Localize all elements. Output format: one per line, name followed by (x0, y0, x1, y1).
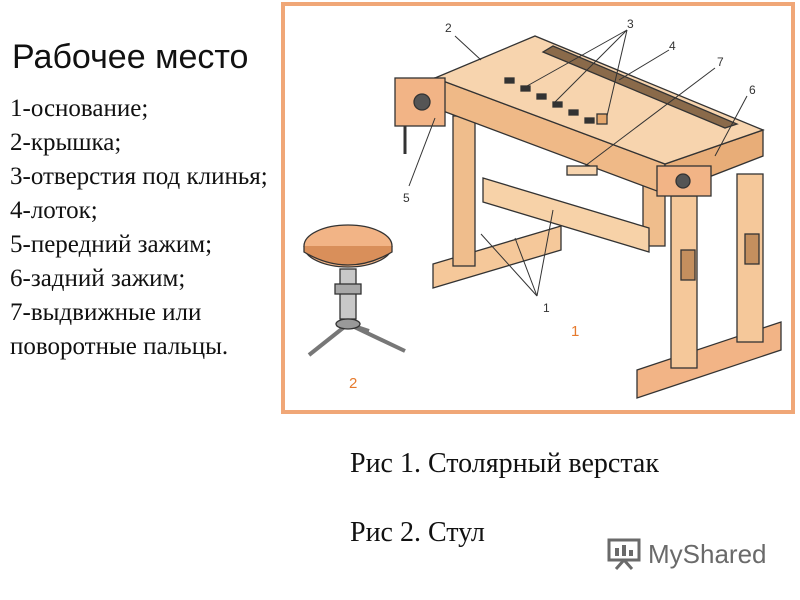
label-part-7: 7 (717, 55, 724, 69)
watermark-text: MyShared (648, 538, 767, 569)
label-part-5: 5 (403, 191, 410, 205)
watermark-logo: MyShared (606, 534, 767, 574)
legend-item: 6-задний зажим; (10, 265, 186, 292)
legend-item: 1-основание; (10, 95, 149, 122)
caption-figure-2: Рис 2. Стул (350, 517, 485, 548)
legend-item: 7-выдвижные или поворотные пальцы. (10, 299, 229, 360)
stool-drawing (303, 224, 406, 357)
figure-1-number: 1 (571, 323, 579, 340)
legend-item: 2-крышка; (10, 129, 122, 156)
label-part-6: 6 (749, 83, 756, 97)
workbench-figure: 1 2 3 4 5 6 7 1 2 (281, 2, 795, 414)
label-part-4: 4 (669, 39, 676, 53)
legend-item: 3-отверстия под клинья; (10, 163, 268, 190)
legend-item: 5-передний зажим; (10, 231, 213, 258)
label-part-2: 2 (445, 21, 452, 35)
parts-legend: 1-основание; 2-крышка; 3-отверстия под к… (10, 92, 272, 364)
caption-figure-1: Рис 1. Столярный верстак (350, 448, 659, 479)
label-part-3: 3 (627, 17, 634, 31)
workbench-illustration: 1 2 3 4 5 6 7 1 2 (303, 17, 782, 399)
workbench-drawing (394, 29, 782, 399)
legend-item: 4-лоток; (10, 197, 98, 224)
label-part-1: 1 (543, 301, 550, 315)
presentation-board-icon (607, 538, 641, 570)
figure-2-number: 2 (349, 375, 357, 392)
slide-title: Рабочее место (12, 38, 249, 76)
